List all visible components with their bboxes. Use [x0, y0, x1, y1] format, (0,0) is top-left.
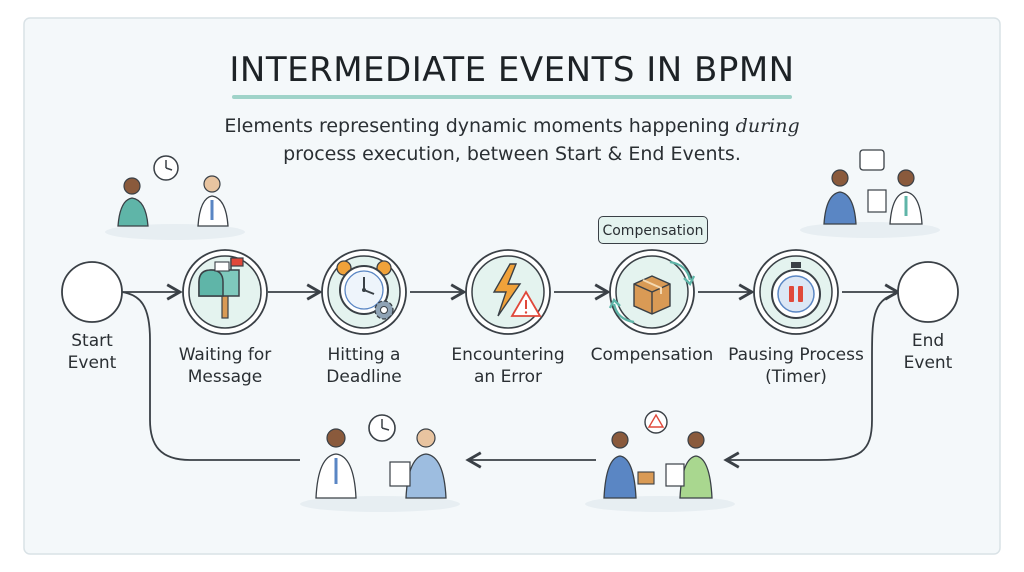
subtitle-text-before: Elements representing dynamic moments ha…	[224, 115, 736, 137]
event-label-line2: Event	[67, 353, 117, 373]
event-label-line2: (Timer)	[765, 367, 827, 387]
return-loop-left	[121, 291, 300, 461]
event-label-line1: Pausing Process	[728, 345, 864, 365]
alarm-clock-gear-icon	[336, 260, 394, 320]
title-underline	[232, 95, 792, 99]
subtitle-emphasis: during	[735, 115, 800, 137]
event-label-line2: Deadline	[326, 367, 402, 387]
event-label-compensation: Compensation	[577, 344, 727, 366]
chat-doodle-icon	[859, 149, 885, 171]
mailbox-icon	[198, 257, 244, 319]
box-refresh-icon	[608, 260, 696, 324]
event-label-line2: an Error	[473, 367, 543, 387]
subtitle-text-after: process execution, between Start & End E…	[283, 143, 741, 165]
page-title: INTERMEDIATE EVENTS IN BPMN	[229, 50, 795, 90]
people-illustration-top-left	[105, 155, 245, 240]
flow-arrows	[121, 283, 901, 469]
event-label-line1: Waiting for	[178, 345, 272, 365]
lightning-warning-icon	[492, 263, 542, 317]
event-label-line1: End	[911, 331, 945, 351]
compensation-tag: Compensation	[598, 216, 708, 244]
end-event-circle	[897, 261, 959, 323]
event-label-line1: Encountering	[451, 345, 565, 365]
event-label-line1: Hitting a	[327, 345, 401, 365]
event-label-line2: Event	[903, 353, 953, 373]
people-illustration-bottom-middle	[300, 414, 460, 512]
people-illustration-bottom-right	[585, 410, 735, 512]
page-subtitle: Elements representing dynamic moments ha…	[160, 112, 864, 168]
people-illustration-top-right	[800, 149, 940, 238]
event-label-line1: Compensation	[590, 345, 714, 365]
return-loop-right	[723, 293, 897, 469]
stopwatch-pause-icon	[771, 262, 821, 319]
event-label-line2: Message	[187, 367, 263, 387]
event-label-timer: Pausing Process(Timer)	[721, 344, 871, 388]
start-event-circle	[61, 261, 123, 323]
event-label-line1: Start	[71, 331, 113, 351]
